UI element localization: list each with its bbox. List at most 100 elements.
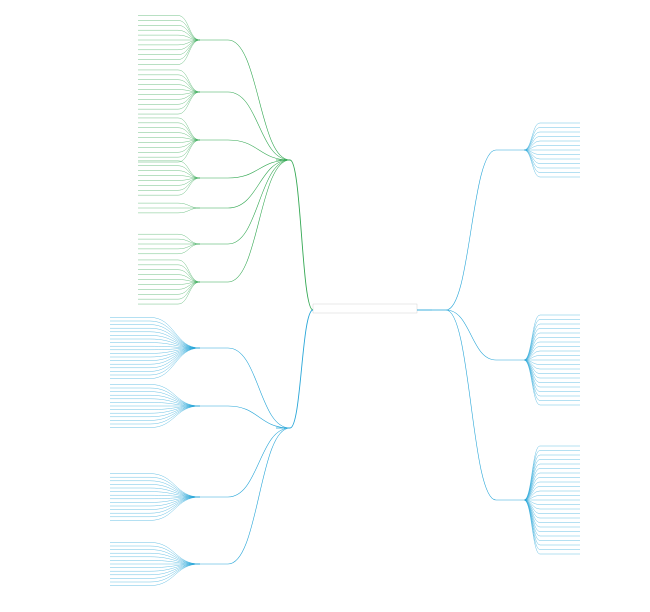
leaf-link <box>177 39 201 50</box>
group-link <box>227 91 291 161</box>
leaf-link <box>177 207 201 214</box>
leaf-link <box>149 549 201 565</box>
leaf-link <box>149 496 201 517</box>
center-topic-box <box>312 303 418 314</box>
leaf-link <box>149 545 201 565</box>
leaf-link <box>149 347 201 376</box>
leaf-link <box>523 450 541 501</box>
leaf-link <box>523 149 541 160</box>
leaf-link <box>149 563 201 579</box>
leaf-link <box>149 477 201 498</box>
leaf-link <box>177 177 201 191</box>
leaf-link <box>177 25 201 41</box>
leaf-link <box>149 347 201 379</box>
leaf-link <box>523 149 541 178</box>
leaf-link <box>523 359 541 401</box>
leaf-link <box>149 331 201 349</box>
leaf-link <box>149 328 201 349</box>
leaf-link <box>523 337 541 361</box>
leaf-link <box>523 149 541 169</box>
leaf-link <box>149 405 201 421</box>
leaf-link <box>149 387 201 407</box>
leaf-link <box>523 140 541 151</box>
leaf-link <box>177 243 201 254</box>
leaf-link <box>149 405 201 428</box>
leaf-link <box>523 499 541 523</box>
group-link <box>227 427 291 498</box>
group-link <box>227 159 291 179</box>
leaf-link <box>177 238 201 245</box>
leaf-link <box>177 39 201 65</box>
leaf-link <box>177 139 201 153</box>
group-link <box>227 159 291 209</box>
leaf-link <box>177 74 201 93</box>
leaf-link <box>177 281 201 305</box>
group-link <box>227 159 291 245</box>
leaf-link <box>177 91 201 105</box>
leaf-link <box>523 359 541 383</box>
leaf-link <box>149 473 201 498</box>
leaf-link <box>149 347 201 372</box>
branch-link <box>289 159 314 311</box>
leaf-link <box>177 20 201 41</box>
leaf-link <box>177 122 201 141</box>
leaf-link <box>149 320 201 349</box>
group-link <box>227 405 291 429</box>
leaf-link <box>177 91 201 115</box>
leaf-link <box>523 499 541 550</box>
group-link <box>445 309 497 361</box>
leaf-link <box>149 347 201 358</box>
group-link <box>227 347 291 429</box>
group-link <box>227 139 291 161</box>
leaf-link <box>177 234 201 245</box>
leaf-link <box>149 563 201 583</box>
leaf-link <box>177 15 201 41</box>
leaf-link <box>177 177 201 196</box>
leaf-link <box>523 122 541 151</box>
leaf-link <box>149 496 201 521</box>
group-link <box>445 309 497 501</box>
leaf-link <box>149 496 201 514</box>
leaf-link <box>149 347 201 368</box>
leaf-link <box>177 139 201 163</box>
leaf-link <box>149 317 201 349</box>
leaf-link <box>177 39 201 60</box>
leaf-link <box>149 324 201 349</box>
leaf-link <box>177 281 201 295</box>
leaf-link <box>149 405 201 425</box>
leaf-link <box>177 264 201 283</box>
group-link <box>227 39 291 161</box>
leaf-link <box>149 542 201 565</box>
leaf-link <box>523 127 541 151</box>
leaf-link <box>177 269 201 283</box>
leaf-link <box>177 139 201 158</box>
leaf-link <box>177 281 201 300</box>
leaf-link <box>149 496 201 507</box>
leaf-link <box>523 499 541 541</box>
leaf-link <box>177 69 201 93</box>
leaf-link <box>177 127 201 141</box>
leaf-link <box>523 477 541 501</box>
leaf-link <box>149 347 201 365</box>
leaf-link <box>149 384 201 407</box>
leaf-link <box>149 480 201 498</box>
branch-link <box>289 309 314 429</box>
leaf-link <box>523 131 541 151</box>
leaf-link <box>149 487 201 498</box>
leaf-link <box>523 459 541 501</box>
leaf-link <box>149 338 201 349</box>
leaf-link <box>177 30 201 41</box>
leaf-link <box>177 259 201 283</box>
leaf-link <box>177 202 201 209</box>
leaf-link <box>177 160 201 179</box>
leaf-link <box>149 563 201 586</box>
group-link <box>445 149 497 311</box>
leaf-link <box>177 165 201 179</box>
group-link <box>227 159 291 283</box>
leaf-link <box>523 149 541 173</box>
leaf-link <box>177 91 201 110</box>
leaf-link <box>523 499 541 555</box>
leaf-link <box>177 79 201 93</box>
